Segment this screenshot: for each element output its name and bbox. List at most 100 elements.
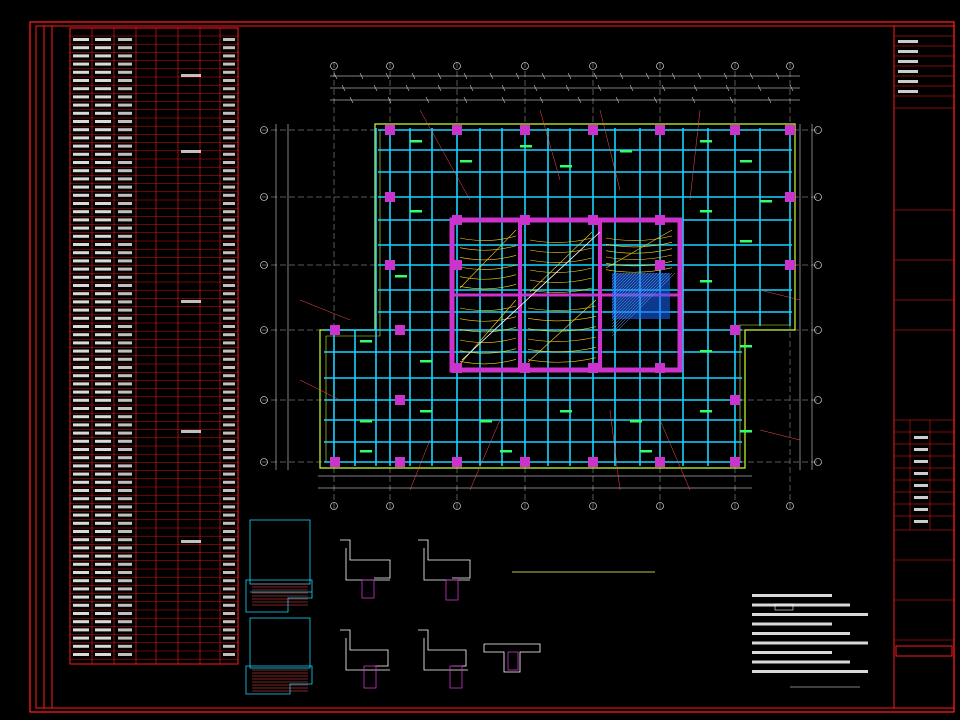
table-cell-text bbox=[118, 628, 132, 632]
table-cell-text bbox=[223, 292, 235, 296]
axis-bubble bbox=[814, 396, 822, 404]
table-cell-text bbox=[118, 571, 132, 574]
table-cell-text bbox=[223, 562, 235, 566]
dimension-tick bbox=[385, 72, 390, 80]
note-line bbox=[752, 641, 868, 645]
table-cell-text bbox=[223, 431, 235, 435]
table-cell-text bbox=[95, 653, 111, 656]
outer-border bbox=[29, 21, 955, 713]
dimension-tick bbox=[725, 84, 730, 92]
table-cell-text bbox=[73, 284, 89, 287]
table-cell-text bbox=[223, 489, 235, 492]
leader-line bbox=[539, 109, 561, 181]
rebar-tag bbox=[410, 140, 422, 143]
table-cell-text bbox=[118, 472, 132, 476]
table-cell-text bbox=[95, 79, 111, 82]
table-cell-text bbox=[73, 333, 89, 337]
floor-elevation-table bbox=[69, 27, 239, 665]
table-cell-text bbox=[118, 644, 132, 648]
dimension-tick bbox=[373, 84, 378, 92]
table-cell-text bbox=[223, 316, 235, 320]
dimension-tick bbox=[437, 72, 442, 80]
table-cell-text bbox=[95, 300, 111, 304]
rebar-tag bbox=[395, 275, 407, 278]
table-cell-text bbox=[118, 513, 132, 517]
rebar-tag bbox=[740, 430, 752, 433]
stair-hatch-line bbox=[611, 272, 631, 292]
table-cell-text bbox=[223, 612, 235, 615]
leader-line bbox=[469, 419, 501, 491]
table-cell-text bbox=[223, 243, 235, 246]
axis-bubble bbox=[589, 502, 597, 510]
table-cell-text bbox=[118, 407, 132, 410]
slab-hatch-diagonal bbox=[529, 231, 593, 293]
table-cell-text bbox=[95, 603, 111, 607]
dimension-tick bbox=[619, 72, 624, 80]
note-line bbox=[752, 603, 850, 607]
table-cell-text bbox=[73, 103, 89, 107]
table-cell-text bbox=[223, 546, 235, 550]
dimension-tick bbox=[767, 96, 772, 104]
table-cell-text bbox=[223, 382, 235, 386]
table-cell-text bbox=[73, 448, 89, 451]
table-cell-text bbox=[223, 366, 235, 369]
table-cell-text bbox=[223, 554, 235, 558]
axis-bubble bbox=[260, 193, 268, 201]
axis-bubble bbox=[453, 502, 461, 510]
slab-hatch-curve bbox=[459, 337, 517, 343]
table-cell-text bbox=[118, 267, 132, 271]
table-cell-text bbox=[223, 87, 235, 91]
table-cell-text bbox=[73, 87, 89, 91]
axis-bubble bbox=[656, 502, 664, 510]
table-cell-text bbox=[223, 628, 235, 632]
axis-bubble bbox=[260, 261, 268, 269]
table-cell-text bbox=[223, 275, 235, 279]
table-cell-text bbox=[95, 218, 111, 222]
column bbox=[588, 363, 598, 373]
core-slab-hatch bbox=[459, 229, 673, 365]
dimension-tick bbox=[723, 72, 728, 80]
dimension-tick bbox=[463, 96, 468, 104]
column bbox=[520, 457, 530, 467]
table-cell-text bbox=[73, 292, 89, 296]
table-cell-text bbox=[223, 595, 235, 599]
table-cell-text bbox=[223, 603, 235, 607]
table-cell-text bbox=[95, 54, 111, 58]
table-cell-text bbox=[223, 103, 235, 107]
table-cell-text bbox=[95, 62, 111, 66]
table-cell-text bbox=[223, 185, 235, 189]
column bbox=[588, 457, 598, 467]
table-cell-text bbox=[73, 562, 89, 566]
table-cell-text bbox=[181, 300, 201, 303]
table-cell-text bbox=[118, 177, 132, 181]
table-cell-text bbox=[95, 612, 111, 615]
table-cell-text bbox=[223, 251, 235, 255]
table-cell-text bbox=[95, 415, 111, 419]
rebar-tag bbox=[360, 450, 372, 453]
table-cell-text bbox=[223, 79, 235, 82]
title-block-text bbox=[898, 40, 918, 43]
table-cell-text bbox=[118, 538, 132, 542]
column bbox=[385, 260, 395, 270]
rebar-tag bbox=[740, 160, 752, 163]
note-line bbox=[752, 651, 832, 654]
table-cell-text bbox=[95, 111, 111, 115]
table-cell-text bbox=[95, 448, 111, 451]
table-cell-text bbox=[73, 366, 89, 369]
slab-hatch-curve bbox=[529, 277, 593, 283]
table-cell-text bbox=[118, 79, 132, 82]
leader-line bbox=[599, 109, 621, 191]
table-cell-text bbox=[118, 612, 132, 615]
table-cell-text bbox=[73, 357, 89, 361]
dimension-tick bbox=[359, 72, 364, 80]
leader-line bbox=[759, 289, 801, 301]
table-cell-text bbox=[118, 169, 132, 173]
table-cell-text bbox=[95, 243, 111, 246]
table-cell-text bbox=[223, 218, 235, 222]
slab-hatch-diagonal bbox=[605, 229, 673, 269]
table-cell-text bbox=[73, 497, 89, 501]
table-cell-text bbox=[73, 193, 89, 197]
rebar-tag bbox=[700, 140, 712, 143]
dimension-tick bbox=[629, 84, 634, 92]
table-cell-text bbox=[95, 292, 111, 296]
